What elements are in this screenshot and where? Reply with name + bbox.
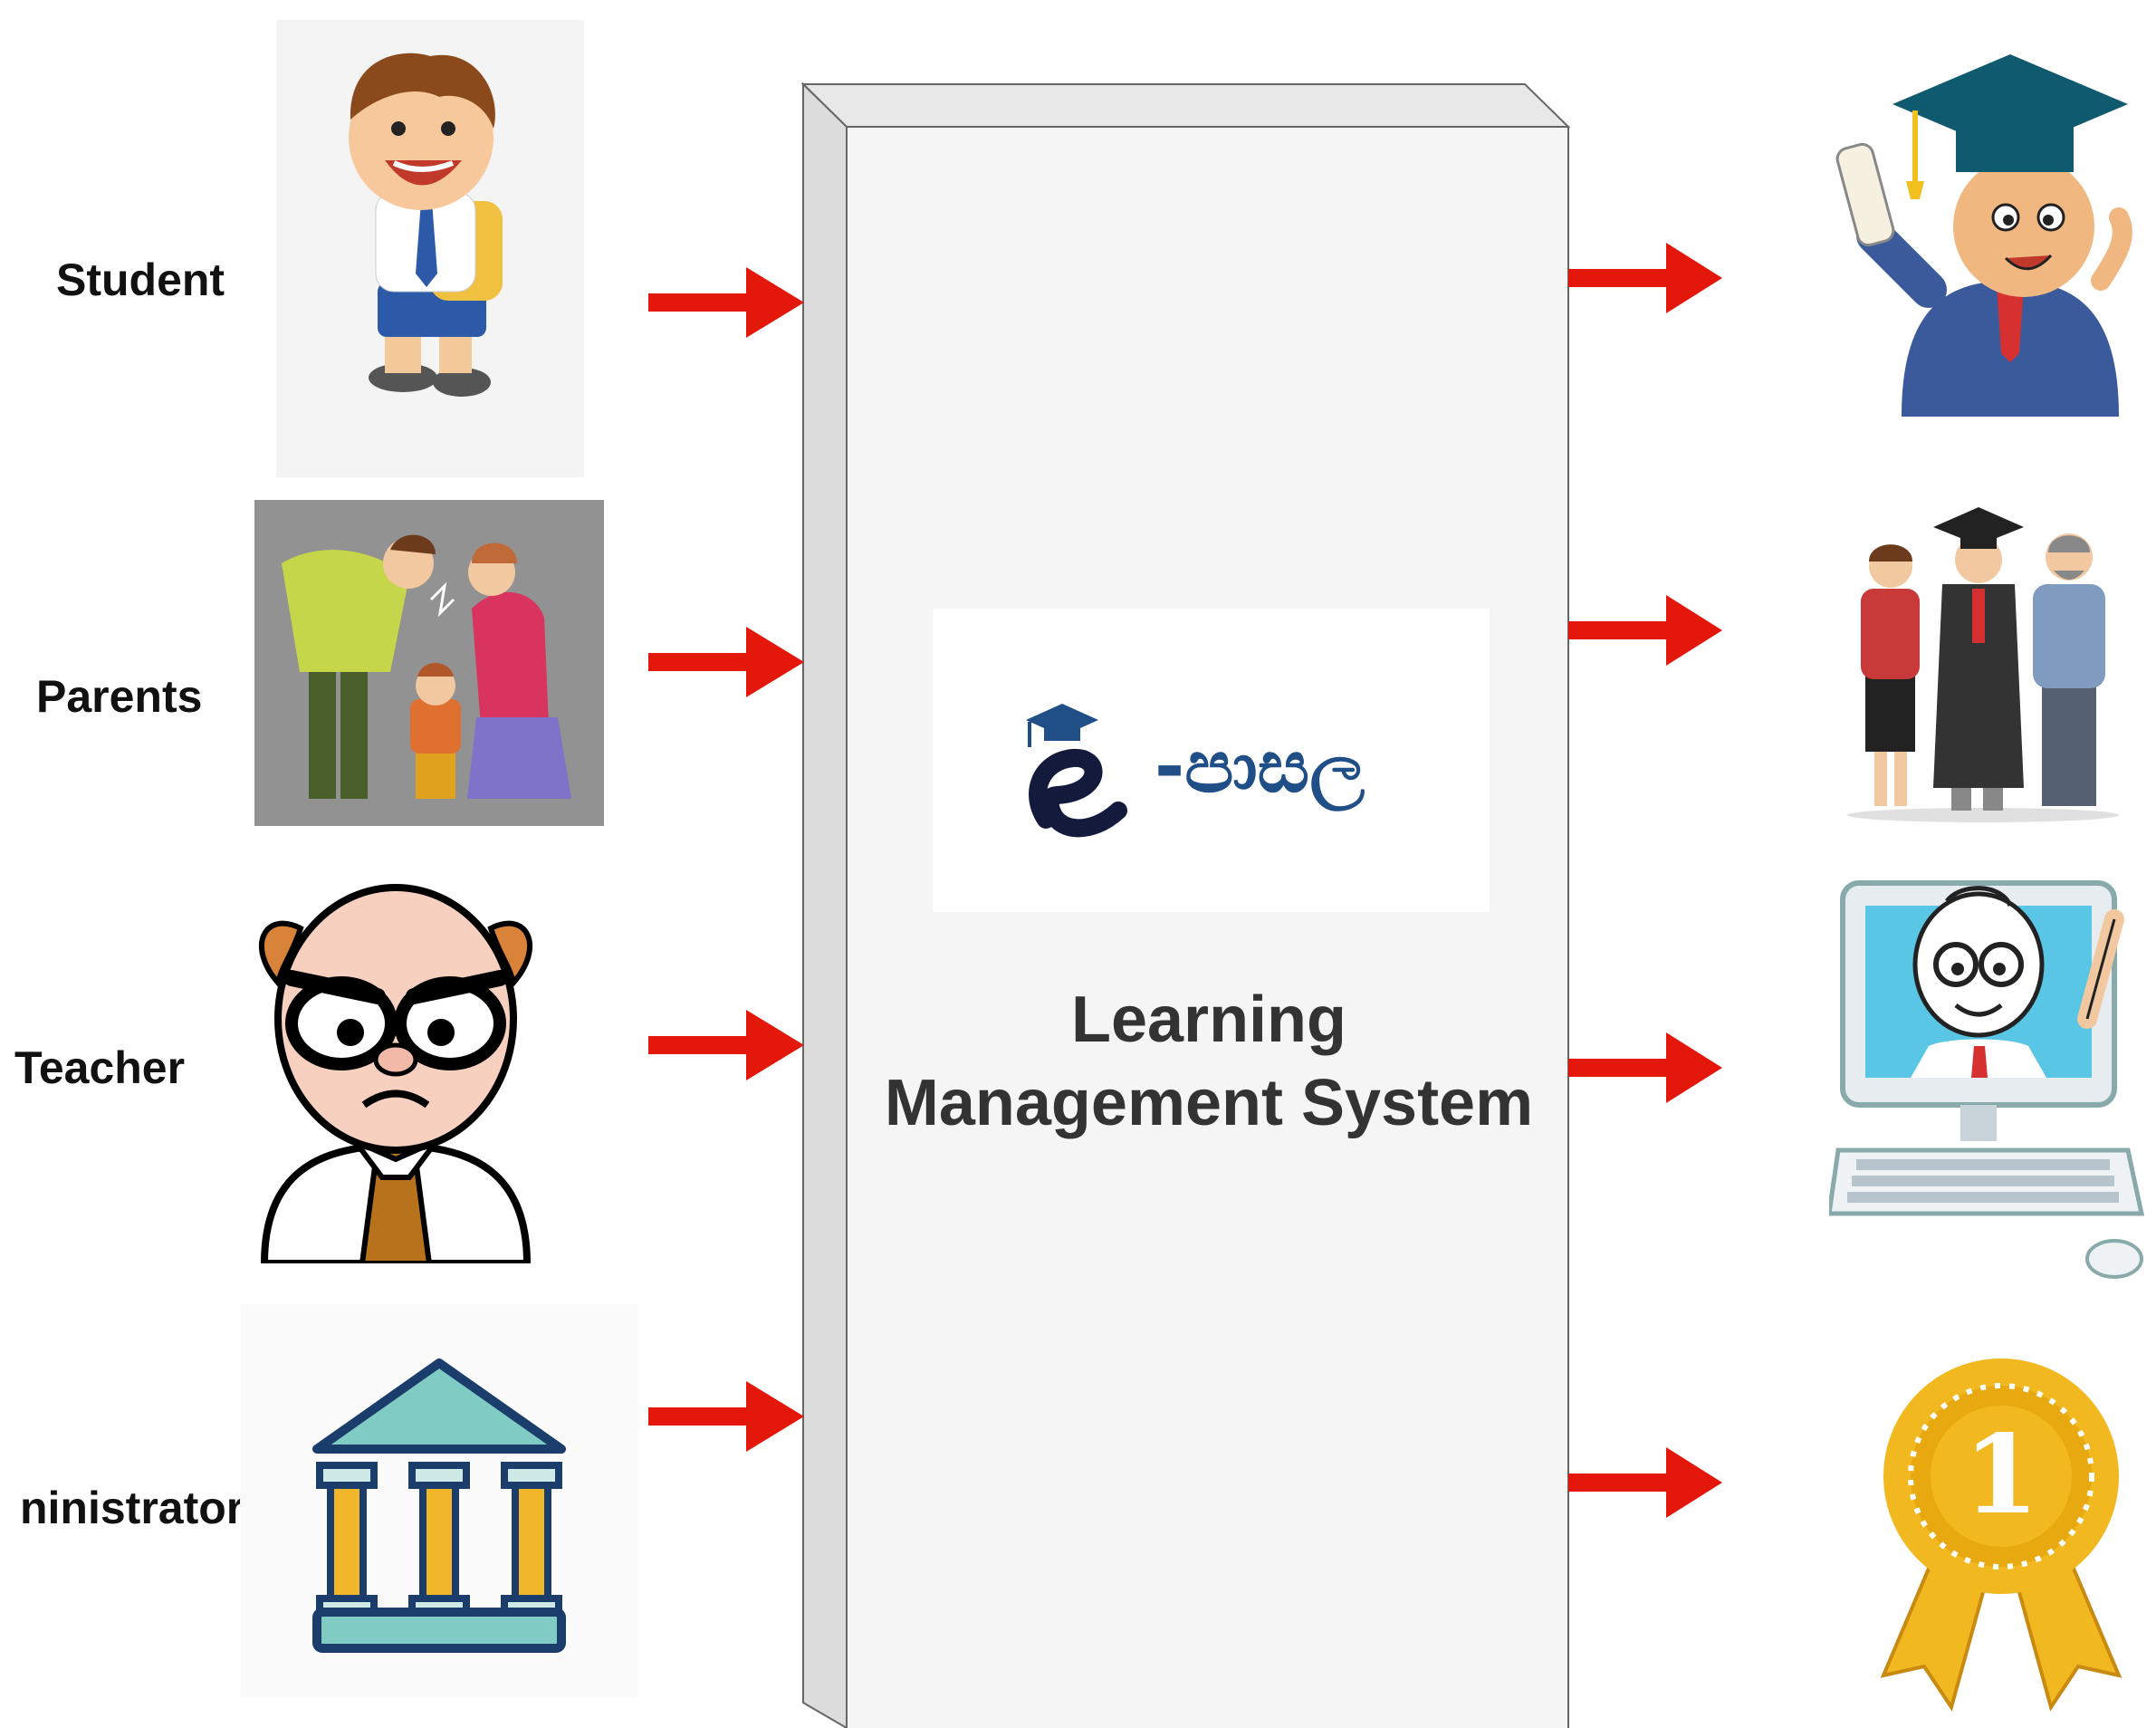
output-arrow-2 — [1568, 595, 1722, 666]
lms-title: Learning Management System — [847, 978, 1571, 1145]
graduation-family-icon — [1838, 489, 2123, 824]
role-label-administrator: ninistrator — [20, 1483, 244, 1533]
lms-box-side — [802, 82, 848, 1728]
online-teacher-computer-icon — [1829, 865, 2156, 1286]
input-arrow-student — [648, 267, 804, 338]
svg-text:1: 1 — [1963, 1411, 2039, 1539]
output-arrow-3 — [1568, 1032, 1722, 1103]
lms-box-top — [800, 83, 1571, 128]
first-place-award-icon: 1 — [1870, 1349, 2132, 1716]
lms-title-line2: Management System — [884, 1067, 1534, 1139]
student-icon — [276, 20, 584, 477]
e-pasala-logo-icon — [1026, 704, 1127, 838]
logo-text: -පාසල — [1155, 725, 1365, 809]
input-arrow-teacher — [648, 1010, 804, 1080]
parents-icon — [254, 500, 604, 826]
input-arrow-administrator — [648, 1381, 804, 1452]
output-arrow-4 — [1568, 1447, 1722, 1518]
lms-title-line1: Learning — [1070, 984, 1347, 1056]
teacher-icon — [228, 874, 563, 1263]
role-label-teacher: Teacher — [14, 1042, 186, 1093]
role-label-parents: Parents — [36, 671, 203, 722]
graduate-icon — [1829, 54, 2137, 417]
role-label-student: Student — [56, 254, 225, 305]
output-arrow-1 — [1568, 243, 1722, 313]
lms-box-face — [846, 126, 1569, 1728]
input-arrow-parents — [648, 627, 804, 697]
administrator-building-icon — [240, 1304, 638, 1698]
logo-panel — [933, 609, 1490, 912]
